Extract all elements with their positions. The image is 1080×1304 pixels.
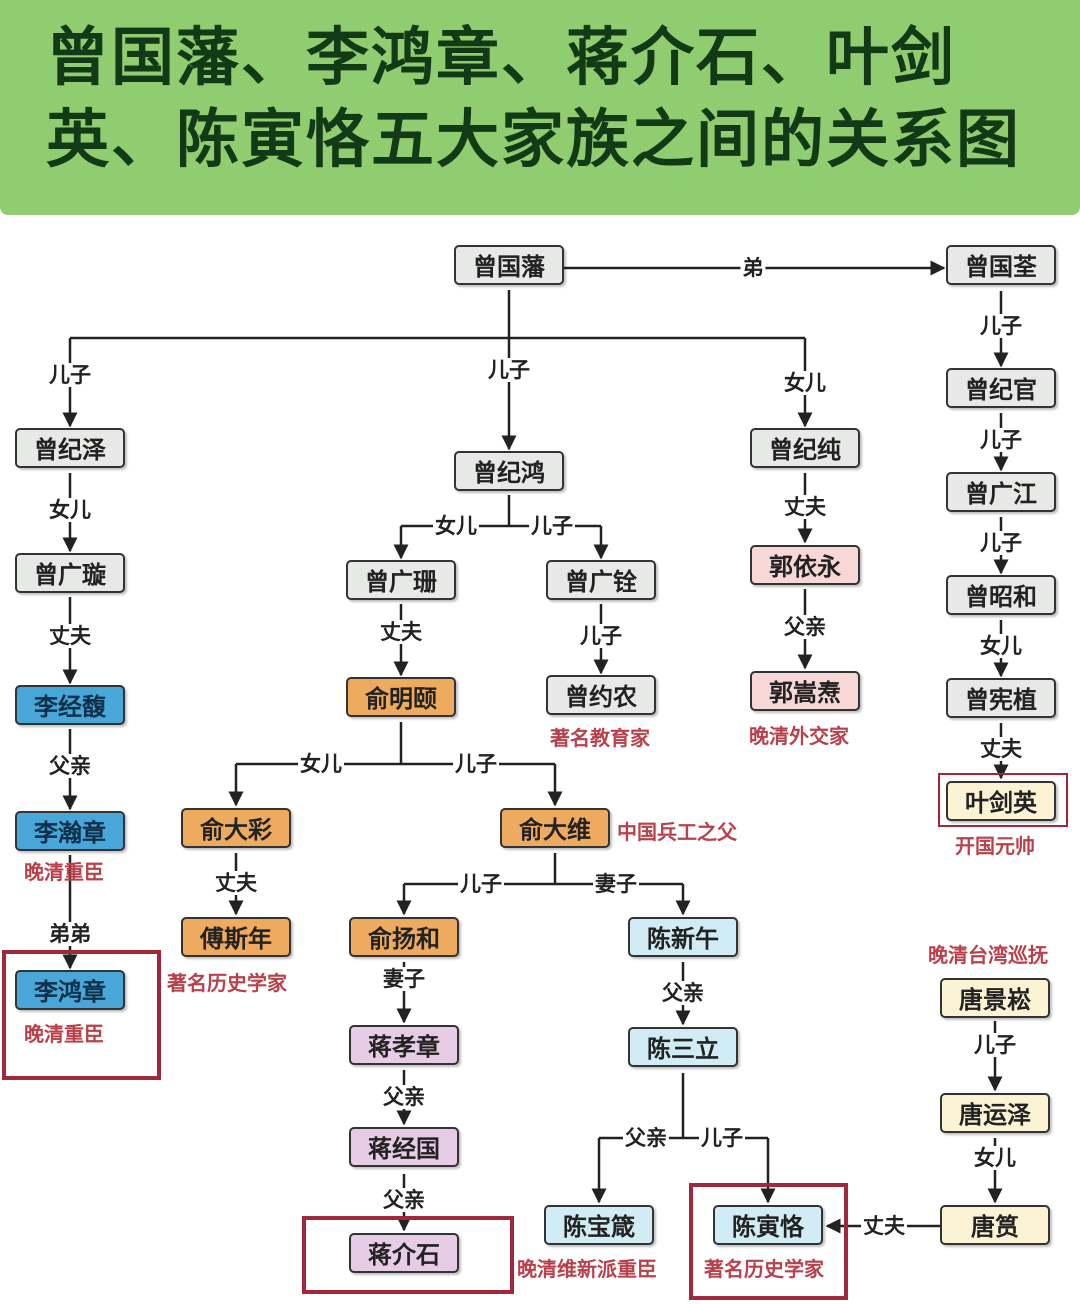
relation-label: 女儿 (47, 498, 93, 522)
title-banner (0, 0, 1080, 215)
note-father-of-ordnance: 中国兵工之父 (617, 820, 737, 844)
person-ye-jianying: 叶剑英 (946, 781, 1056, 821)
relation-label: 儿子 (453, 752, 499, 776)
relation-label: 丈夫 (378, 620, 424, 644)
relation-label: 女儿 (298, 752, 344, 776)
highlight-li-hongzhang (2, 950, 161, 1080)
relation-label: 儿子 (978, 531, 1024, 555)
note-late-qing-diplomat: 晚清外交家 (749, 724, 849, 748)
note-famous-historian: 著名历史学家 (167, 971, 287, 995)
note-famous-historian: 著名历史学家 (704, 1257, 824, 1281)
person-yu-mingyi: 俞明颐 (346, 677, 456, 717)
relation-label: 父亲 (660, 981, 706, 1005)
person-tang-yunze: 唐运泽 (940, 1093, 1050, 1133)
person-zeng-jichun: 曾纪纯 (750, 428, 860, 468)
relation-label: 儿子 (458, 872, 504, 896)
person-zeng-guoquan: 曾国荃 (946, 245, 1056, 285)
person-zeng-xianzhi: 曾宪植 (946, 678, 1056, 718)
relation-label: 丈夫 (213, 871, 259, 895)
note-late-qing-minister: 晚清重臣 (24, 860, 104, 884)
person-guo-songtao: 郭嵩焘 (750, 671, 860, 711)
relation-label: 儿子 (578, 624, 624, 648)
relation-label: 女儿 (978, 634, 1024, 658)
person-yu-dacai: 俞大彩 (181, 808, 291, 848)
person-li-jingfu: 李经馥 (15, 685, 125, 725)
relation-label: 丈夫 (47, 624, 93, 648)
highlight-jiang-jieshi (302, 1216, 514, 1294)
relation-label: 妻子 (381, 967, 427, 991)
note-taiwan-governor: 晚清台湾巡抚 (928, 943, 1048, 967)
person-li-hanzhang: 李瀚章 (15, 811, 125, 851)
person-zeng-guangxuan: 曾广璇 (15, 553, 125, 593)
person-chen-xinwu: 陈新午 (628, 917, 738, 957)
relation-label: 父亲 (381, 1085, 427, 1109)
relation-label: 弟 (740, 256, 766, 280)
person-zeng-jiguan: 曾纪官 (946, 368, 1056, 408)
relation-label: 儿子 (486, 358, 532, 382)
relation-label: 儿子 (972, 1033, 1018, 1057)
person-tang-yun: 唐筼 (940, 1205, 1050, 1245)
relation-label: 儿子 (529, 514, 575, 538)
person-yu-yanghe: 俞扬和 (349, 917, 459, 957)
relation-label: 妻子 (593, 872, 639, 896)
person-chen-baozhen: 陈宝箴 (544, 1205, 654, 1245)
person-zeng-guofan: 曾国藩 (454, 245, 564, 285)
page-title-line1: 曾国藩、李鸿章、蒋介石、叶剑 (46, 21, 956, 94)
relation-label: 丈夫 (782, 495, 828, 519)
note-reformist-minister: 晚清维新派重臣 (517, 1257, 657, 1281)
relation-label: 儿子 (699, 1126, 745, 1150)
person-chen-sanli: 陈三立 (628, 1027, 738, 1067)
person-zeng-yuenong: 曾约农 (546, 675, 656, 715)
person-li-hongzhang: 李鸿章 (15, 970, 125, 1010)
note-famous-educator: 著名教育家 (550, 726, 650, 750)
relation-label: 丈夫 (861, 1214, 907, 1238)
page-title-line2: 英、陈寅恪五大家族之间的关系图 (46, 103, 1021, 176)
relation-label: 儿子 (978, 428, 1024, 452)
person-zeng-jize: 曾纪泽 (15, 428, 125, 468)
person-jiang-xiaozhang: 蒋孝章 (349, 1025, 459, 1065)
person-guo-yiyong: 郭依永 (750, 545, 860, 585)
person-zeng-jihong: 曾纪鸿 (454, 451, 564, 491)
person-zeng-zhaohe: 曾昭和 (946, 575, 1056, 615)
relation-label: 女儿 (433, 514, 479, 538)
relation-label: 女儿 (782, 371, 828, 395)
person-zeng-guangshan: 曾广珊 (346, 560, 456, 600)
relation-label: 父亲 (782, 615, 828, 639)
person-jiang-jieshi: 蒋介石 (349, 1233, 459, 1273)
relation-label: 父亲 (47, 754, 93, 778)
relation-label: 儿子 (978, 314, 1024, 338)
highlight-ye-jianying (938, 773, 1068, 827)
person-tang-jingsong: 唐景崧 (940, 978, 1050, 1018)
person-yu-dawei: 俞大维 (500, 808, 610, 848)
relation-label: 弟弟 (47, 922, 93, 946)
relation-label: 丈夫 (978, 737, 1024, 761)
highlight-chen-yinke (689, 1183, 848, 1300)
relation-label: 父亲 (623, 1126, 669, 1150)
relation-label: 女儿 (972, 1146, 1018, 1170)
person-jiang-jingguo: 蒋经国 (349, 1127, 459, 1167)
relation-label: 儿子 (47, 363, 93, 387)
person-chen-yinke: 陈寅恪 (713, 1205, 823, 1245)
person-zeng-guangquan: 曾广铨 (546, 560, 656, 600)
person-zeng-guangjiang: 曾广江 (946, 472, 1056, 512)
note-late-qing-minister: 晚清重臣 (24, 1022, 104, 1046)
note-marshal: 开国元帅 (955, 834, 1035, 858)
person-fu-sinian: 傅斯年 (181, 917, 291, 957)
relation-label: 父亲 (381, 1188, 427, 1212)
